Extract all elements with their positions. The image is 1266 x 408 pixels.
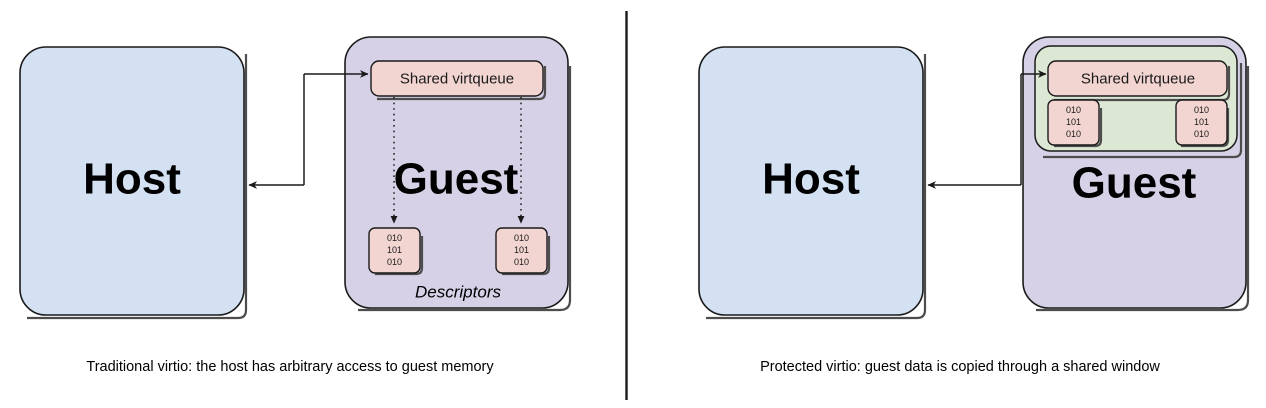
descriptor-box-1-protected[interactable]: 010 101 010	[1047, 99, 1103, 148]
descriptor-box-1-traditional[interactable]: 010 101 010	[368, 227, 424, 276]
descriptor-box-2-shape[interactable]	[495, 227, 548, 274]
descriptor-1-line-0: 010	[387, 233, 402, 243]
host-box-protected: Host	[698, 46, 927, 320]
guest-label: Guest	[1072, 159, 1197, 208]
shared-virtqueue-shape[interactable]	[370, 60, 544, 97]
shared-virtqueue-traditional[interactable]: Shared virtqueue	[370, 60, 547, 101]
descriptors-label-traditional: Descriptors	[415, 282, 501, 301]
host-box-shape	[19, 46, 245, 316]
guest-label: Guest	[394, 155, 519, 204]
descriptor-box-2-traditional[interactable]: 010 101 010	[495, 227, 551, 276]
host-label: Host	[83, 155, 181, 204]
host-virtqueue-connector-traditional	[248, 70, 369, 189]
host-virtqueue-connector-protected	[927, 70, 1047, 189]
host-box-shape	[698, 46, 924, 316]
descriptor-2-line-2: 010	[514, 257, 529, 267]
descriptor-1-line-0: 010	[1066, 105, 1081, 115]
descriptor-box-1-shape[interactable]	[368, 227, 421, 274]
descriptor-1-line-1: 101	[387, 245, 402, 255]
host-label: Host	[762, 155, 860, 204]
shared-virtqueue-label: Shared virtqueue	[1081, 70, 1195, 87]
shared-virtqueue-shape[interactable]	[1047, 60, 1228, 97]
descriptor-2-line-0: 010	[514, 233, 529, 243]
descriptor-1-line-2: 010	[387, 257, 402, 267]
host-box-traditional: Host	[19, 46, 248, 320]
caption-traditional: Traditional virtio: the host has arbitra…	[86, 359, 494, 375]
descriptor-2-line-1: 101	[1194, 117, 1209, 127]
descriptor-box-1-shape[interactable]	[1047, 99, 1100, 146]
descriptor-2-line-2: 010	[1194, 129, 1209, 139]
shared-virtqueue-label: Shared virtqueue	[400, 70, 514, 87]
descriptor-1-line-1: 101	[1066, 117, 1081, 127]
descriptor-2-line-1: 101	[514, 245, 529, 255]
dotted-link-group-traditional	[390, 97, 525, 224]
panel-protected: Host Guest Shared virtqueue	[698, 36, 1250, 375]
panel-traditional: Host Guest Shared virtqueue	[19, 36, 572, 375]
descriptor-box-2-shape[interactable]	[1175, 99, 1228, 146]
descriptor-1-line-2: 010	[1066, 129, 1081, 139]
caption-protected: Protected virtio: guest data is copied t…	[760, 359, 1160, 375]
descriptor-box-2-protected[interactable]: 010 101 010	[1175, 99, 1230, 148]
shared-virtqueue-protected[interactable]: Shared virtqueue	[1047, 60, 1231, 102]
descriptor-2-line-0: 010	[1194, 105, 1209, 115]
